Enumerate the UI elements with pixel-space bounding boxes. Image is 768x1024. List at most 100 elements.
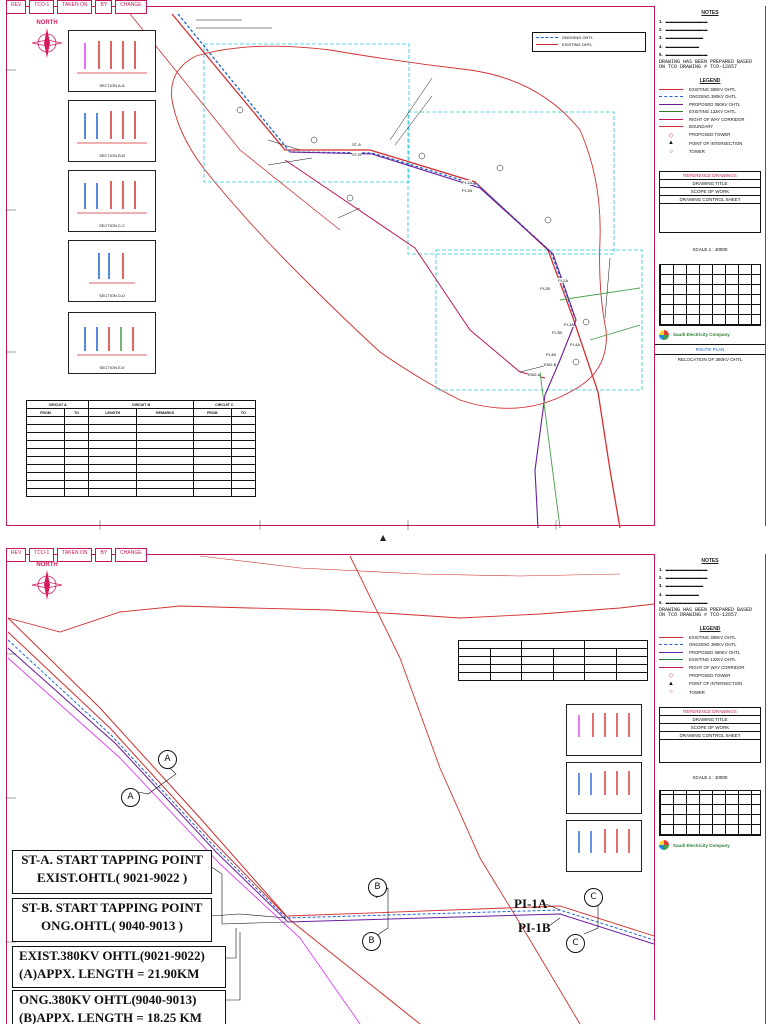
reference-drawings-box: REFERENCE DRAWINGS DRAWING TITLE SCOPE O… [659, 170, 761, 233]
table-row [26, 464, 257, 473]
scale-label: SCALE 1 : 10000 [692, 775, 728, 781]
boundary-line [199, 555, 621, 577]
company-logo-icon [659, 840, 669, 851]
callout-line: ONG.OHTL( 9040-9013 ) [41, 917, 183, 933]
revision-header: REV TCO-1 TAKEN ON BY CHANGE [6, 548, 147, 562]
section-thumbnail: SECTION C-C [68, 170, 156, 232]
section-thumbnail: SECTION A-A [68, 30, 156, 92]
table-row [26, 416, 257, 425]
diamond-icon: ◇ [668, 132, 674, 139]
table-row [26, 424, 257, 433]
reference-row: DRAWING CONTROL SHEET [660, 732, 760, 741]
triangle-icon: ▲ [668, 140, 674, 147]
map-label: END-B [544, 362, 557, 367]
note-drawing-basis: DRAWING HAS BEEN PREPARED BASED ON TCO D… [659, 607, 753, 619]
revision-header: REV TCO-1 TAKEN ON BY CHANGE [6, 0, 147, 14]
project-title: RELOCATION OF 380KV OHTL [655, 353, 765, 364]
reference-title: REFERENCE DRAWINGS [660, 708, 760, 717]
sheet-separator: ▲ [0, 530, 768, 548]
row-corridor [7, 657, 361, 1024]
revision-grid [659, 790, 761, 837]
legend-title: LEGEND [699, 626, 721, 633]
detail-frame-2 [407, 111, 615, 255]
legend-list: EXISTING 380KV OHTL ONGOING 380KV OHTL P… [655, 635, 765, 695]
grid-ticks [6, 653, 16, 943]
header-tab: TCO-1 [29, 0, 55, 14]
triangle-icon: ▲ [668, 680, 674, 687]
legend-item: ◇PROPOSED TOWER [659, 132, 761, 139]
legend-item: ◇PROPOSED TOWER [659, 672, 761, 680]
map-label: END-A [528, 372, 541, 377]
header-tab: BY [95, 0, 113, 14]
legend-item: RIGHT OF WAY CORRIDOR [659, 665, 761, 670]
header-tab: TAKEN ON [57, 0, 93, 14]
table-column-header: LENGTH [88, 408, 138, 417]
thumbnail-caption: SECTION A-A [99, 83, 125, 88]
company-logo-icon [659, 329, 669, 340]
table-column-header: TO [63, 408, 90, 417]
pi-label: PI-1B [518, 920, 551, 935]
map-label: PI-1B [462, 188, 473, 193]
table-group-header: CIRCUIT B [88, 400, 194, 409]
existing-ohtl [7, 617, 421, 1024]
company-logo: Saudi Electricity Company [659, 840, 761, 851]
boundary-line [7, 603, 654, 633]
triangle-up-icon: ▲ [380, 533, 387, 542]
circle-marker: B [368, 878, 387, 897]
table-row [26, 480, 257, 489]
route-plan-title: ROUTE PLAN [655, 343, 765, 354]
table-row [26, 440, 257, 449]
map-label: PI-4A [570, 342, 581, 347]
callout-line: ST-A. START TAPPING POINT [21, 852, 203, 867]
table-row [458, 640, 648, 649]
legend-item: ○TOWER [659, 689, 761, 695]
table-row [26, 432, 257, 441]
map-label: PI-2A [558, 278, 569, 283]
ongoing-ohtl [177, 13, 576, 319]
reference-row: DRAWING TITLE [660, 180, 760, 188]
pi-label: PI-1A [514, 896, 548, 911]
proposed-ohtl [287, 905, 654, 937]
crossing-table: CIRCUIT A CIRCUIT B CIRCUIT C FROM TO LE… [25, 400, 257, 497]
map-label: ST-B [352, 152, 361, 157]
legend-item: RIGHT OF WAY CORRIDOR [659, 117, 761, 122]
compass-icon [31, 28, 63, 58]
reference-row: SCOPE OF WORK [660, 724, 760, 733]
legend-item: EXISTING 132KV OHTL [659, 109, 761, 114]
notes-title: NOTES [701, 558, 719, 564]
reference-drawings-box: REFERENCE DRAWINGS DRAWING TITLE SCOPE O… [659, 707, 761, 764]
title-panel: NOTES 1.▬▬▬▬▬▬▬▬▬▬ 2.▬▬▬▬▬▬▬▬▬▬ 3.▬▬▬▬▬▬… [654, 554, 765, 1020]
callout-line: ST-B. START TAPPING POINT [21, 900, 203, 915]
header-tab: REV [6, 0, 27, 14]
table-column-header: TO [230, 408, 257, 417]
circle-marker: C [566, 934, 585, 953]
detail-map [6, 555, 654, 1024]
detail-frame-3 [435, 249, 643, 391]
legend-item: EXISTING 380KV OHTL [659, 87, 761, 92]
header-tab: REV [6, 548, 27, 562]
company-name: Saudi Electricity Company [673, 842, 730, 848]
sheet-frame [6, 6, 766, 526]
company-name: Saudi Electricity Company [673, 332, 730, 338]
compass-icon [31, 570, 63, 600]
north-label: NORTH [36, 20, 58, 26]
map-label: PI-2B [540, 286, 551, 291]
legend-item: ONGOING 380KV OHTL [659, 642, 761, 647]
reference-row: SCOPE OF WORK [660, 188, 760, 196]
header-tab: TAKEN ON [57, 548, 93, 562]
legend-item: ▲POINT OF INTERSECTION [659, 681, 761, 687]
map-label: ST-A [352, 142, 361, 147]
section-thumbnail [566, 704, 642, 756]
crossing-table [458, 640, 648, 681]
grid-ticks [6, 69, 557, 530]
header-tab: CHANGE [115, 0, 147, 14]
section-thumbnail [566, 762, 642, 814]
thumbnail-caption: SECTION C-C [99, 223, 125, 228]
callout-start-tapping-a: ST-A. START TAPPING POINT EXIST.OHTL( 90… [12, 850, 212, 894]
road-line [129, 13, 341, 231]
section-thumbnail: SECTION D-D [68, 240, 156, 302]
header-tab: CHANGE [115, 548, 147, 562]
table-row [26, 472, 257, 481]
existing-132kv [539, 287, 641, 529]
diamond-icon: ◇ [668, 673, 674, 680]
